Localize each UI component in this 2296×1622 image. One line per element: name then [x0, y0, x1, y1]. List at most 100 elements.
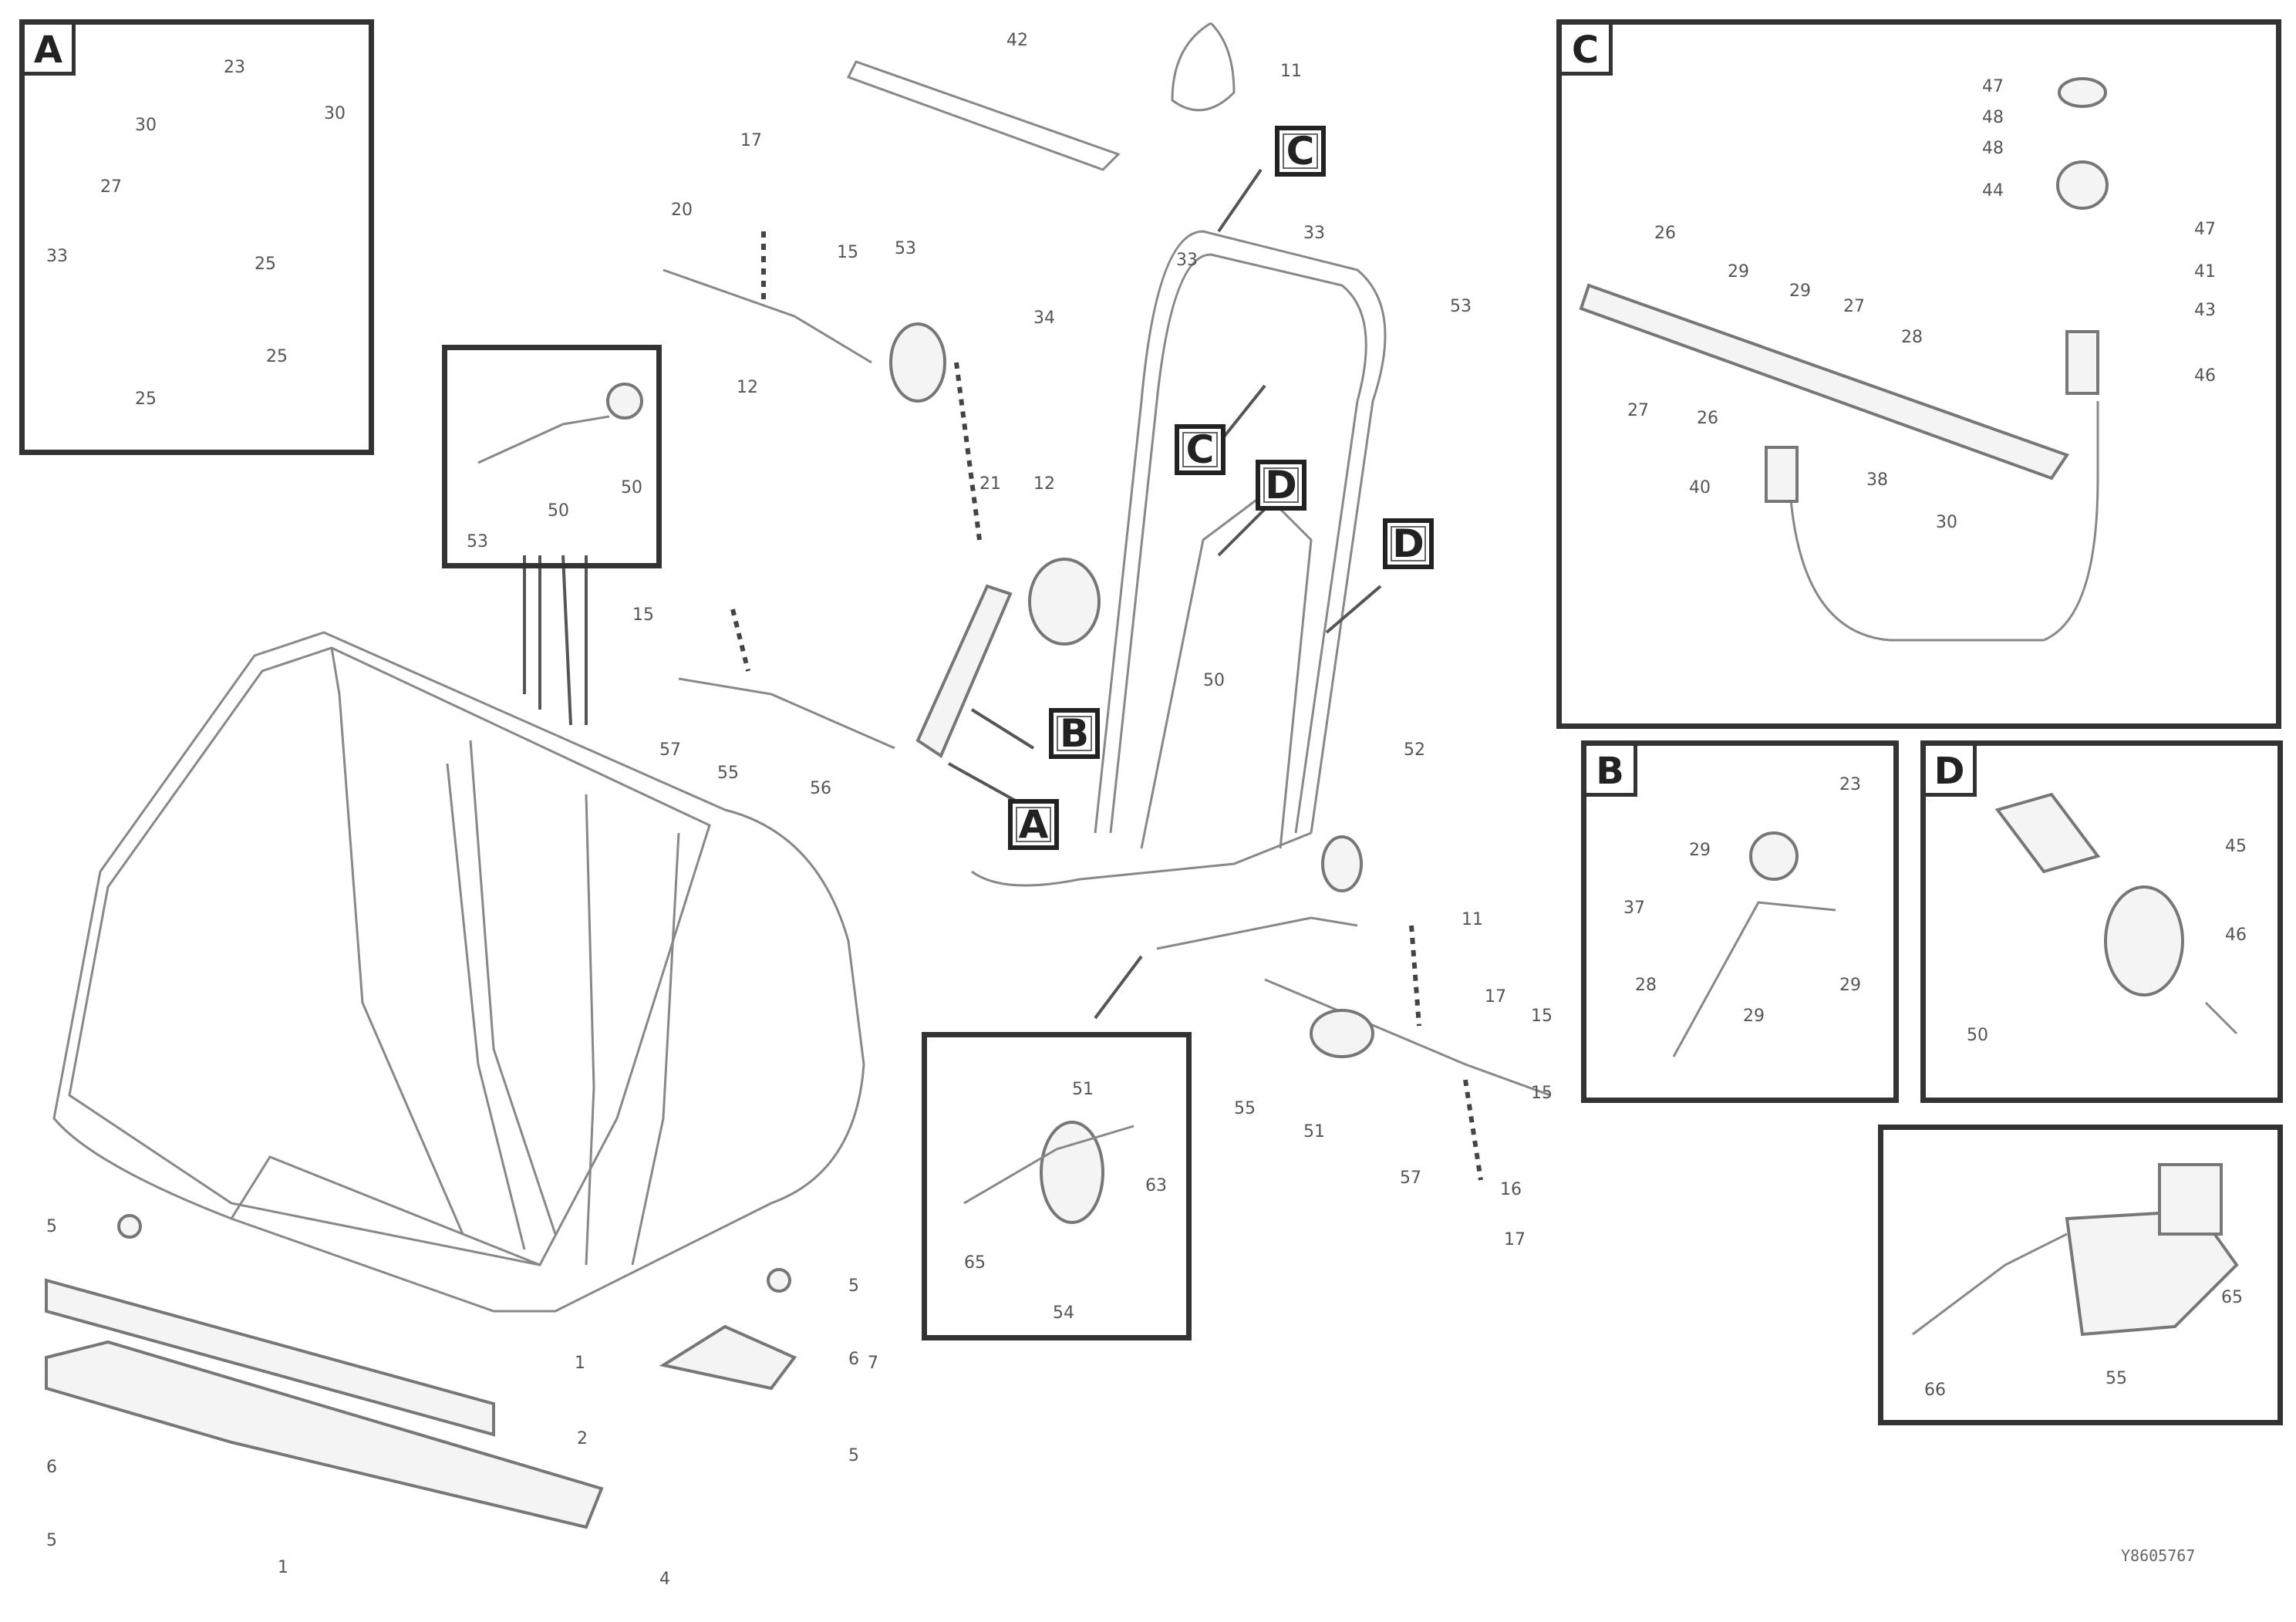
callout-b[interactable]: B: [1049, 708, 1100, 759]
part-number: 12: [1033, 474, 1055, 494]
inset-tag-b: B: [1586, 746, 1637, 797]
part-number: 54: [1053, 1303, 1074, 1323]
cutting-edges: [45, 1214, 797, 1529]
fittings: [663, 22, 1551, 1181]
part-number: 26: [1697, 409, 1718, 428]
part-number: 16: [1500, 1180, 1522, 1199]
inset-frame-a: A: [19, 19, 374, 455]
part-number: 26: [1654, 224, 1676, 243]
inset-frame-hose: [442, 345, 662, 568]
part-number: 65: [964, 1253, 986, 1273]
part-number: 15: [1531, 1007, 1553, 1026]
part-number: 15: [632, 605, 654, 625]
part-number: 4: [659, 1570, 670, 1589]
callout-d-right[interactable]: D: [1383, 518, 1434, 569]
inset-frame-c: C: [1556, 19, 2281, 729]
part-number: 17: [1485, 987, 1506, 1007]
callout-c-mid[interactable]: C: [1175, 424, 1226, 475]
boom-hoses: [915, 230, 1387, 950]
part-number: 12: [737, 378, 758, 397]
part-number: 27: [100, 177, 122, 197]
part-number: 6: [46, 1458, 57, 1477]
part-number: 47: [2194, 220, 2216, 239]
bucket-drawing: [52, 631, 865, 1313]
part-number: 29: [1689, 841, 1711, 860]
part-number: 43: [2194, 301, 2216, 320]
inset-tag-a: A: [25, 25, 76, 76]
part-number: 29: [1839, 976, 1861, 995]
bucket-brackets: [523, 555, 588, 726]
part-number: 15: [1531, 1084, 1553, 1103]
part-number: 57: [1400, 1168, 1421, 1188]
part-number: 6: [848, 1350, 859, 1369]
part-number: 66: [1924, 1381, 1946, 1400]
part-number: 34: [1033, 309, 1055, 328]
inset-tag-d: D: [1926, 746, 1977, 797]
part-number: 17: [1504, 1230, 1526, 1249]
part-number: 5: [848, 1446, 859, 1465]
inset-frame-bottom-right: [1878, 1125, 2283, 1425]
part-number: 51: [1303, 1122, 1325, 1141]
inset-d-linework: [1994, 792, 2238, 1035]
bottom-right-linework: [1912, 1163, 2239, 1337]
part-number: 50: [1203, 671, 1225, 690]
part-number: 5: [848, 1276, 859, 1296]
part-number: 55: [2106, 1369, 2127, 1388]
part-number: 53: [895, 239, 916, 258]
part-number: 17: [740, 131, 762, 150]
part-number: 57: [659, 740, 681, 760]
part-number: 37: [1623, 899, 1645, 918]
part-number: 46: [2225, 926, 2247, 945]
part-number: 1: [575, 1354, 585, 1373]
part-number: 47: [1982, 77, 2004, 96]
document-id: Y8605767: [2121, 1546, 2196, 1565]
part-number: 33: [1303, 224, 1325, 243]
part-number: 55: [717, 764, 739, 783]
callout-d-left[interactable]: D: [1256, 460, 1306, 511]
part-number: 11: [1462, 910, 1483, 929]
part-number: 50: [621, 478, 642, 497]
part-number: 11: [1280, 62, 1302, 81]
part-number: 55: [1234, 1099, 1256, 1118]
part-number: 40: [1689, 478, 1711, 497]
part-number: 50: [548, 501, 569, 521]
part-number: 48: [1982, 139, 2004, 158]
part-number: 5: [46, 1531, 57, 1550]
part-number: 27: [1843, 297, 1865, 316]
small-detail-linework: [477, 383, 1135, 1224]
part-number: 30: [1936, 513, 1957, 532]
part-number: 25: [135, 389, 157, 409]
part-number: 50: [1967, 1026, 1988, 1045]
part-number: 52: [1404, 740, 1425, 760]
part-number: 20: [671, 201, 693, 220]
part-number: 44: [1982, 181, 2004, 201]
part-number: 28: [1901, 328, 1923, 347]
part-number: 33: [46, 247, 68, 266]
part-number: 23: [1839, 775, 1861, 794]
part-number: 23: [224, 58, 245, 77]
part-number: 2: [577, 1429, 588, 1448]
part-number: 21: [979, 474, 1001, 494]
part-number: 51: [1072, 1080, 1094, 1099]
part-number: 7: [868, 1354, 878, 1373]
part-number: 33: [1176, 251, 1198, 270]
part-number: 15: [837, 243, 858, 262]
part-number: 29: [1789, 282, 1811, 301]
part-number: 56: [810, 779, 831, 798]
part-number: 48: [1982, 108, 2004, 127]
inset-b-linework: [1672, 831, 1836, 1057]
part-number: 42: [1006, 31, 1028, 50]
callout-c-top[interactable]: C: [1275, 126, 1326, 177]
inset-c-linework: [1579, 77, 2109, 642]
callout-leaders: [948, 168, 1382, 1020]
part-number: 45: [2225, 837, 2247, 856]
part-number: 65: [2221, 1288, 2243, 1307]
part-number: 30: [324, 104, 346, 123]
part-number: 63: [1145, 1176, 1167, 1195]
part-number: 27: [1627, 401, 1649, 420]
part-number: 53: [467, 532, 488, 551]
part-number: 53: [1450, 297, 1472, 316]
callout-a[interactable]: A: [1008, 799, 1059, 850]
